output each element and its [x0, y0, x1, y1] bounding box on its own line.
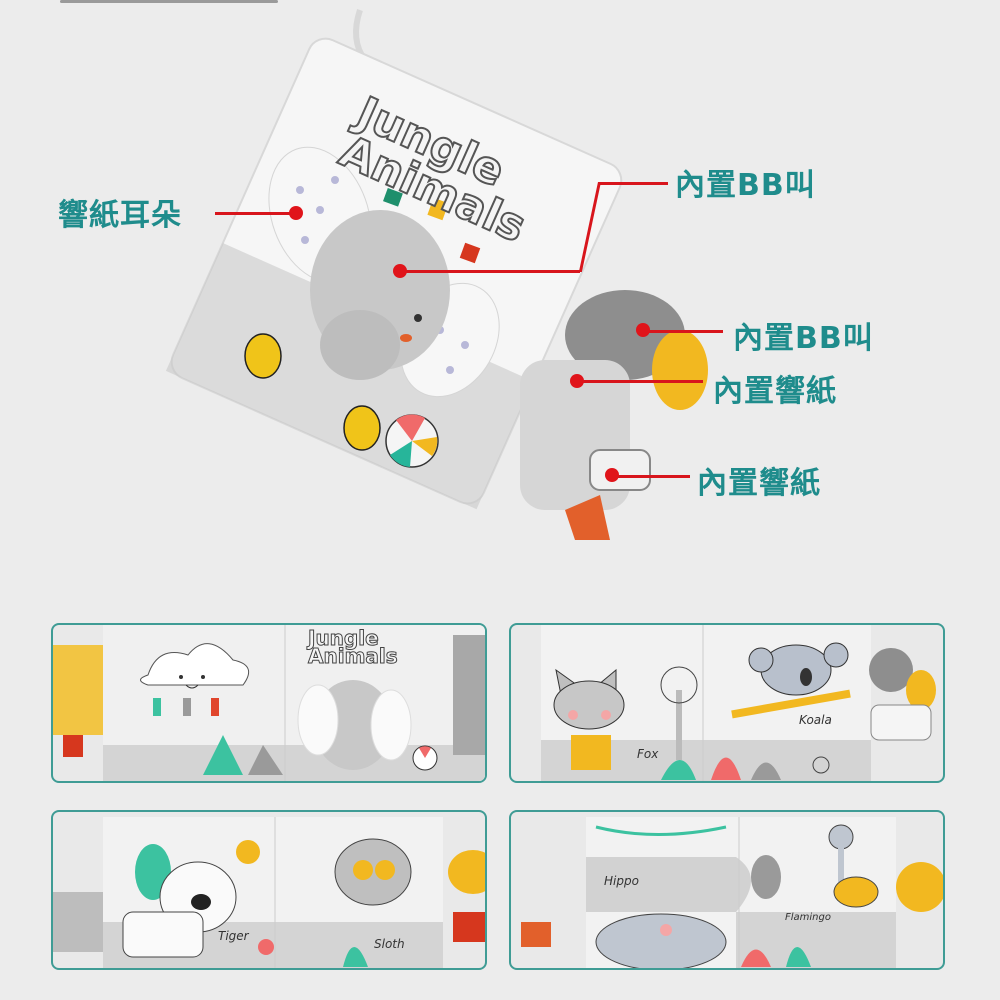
callout-tail-label: 內置BB叫 — [733, 321, 874, 356]
callout-tail-dot — [636, 323, 650, 337]
thumbnail-hippo-flamingo-spread: Hippo Flamingo — [509, 810, 945, 970]
callout-head-label: 內置BB叫 — [675, 168, 816, 203]
callout-ears-label: 響紙耳朵 — [58, 198, 182, 233]
page-label-hippo: Hippo — [604, 874, 639, 888]
page-label-tiger: Tiger — [218, 929, 249, 943]
callout-leg-label: 內置響紙 — [697, 466, 821, 501]
callout-body-label: 內置響紙 — [713, 374, 837, 409]
thumbnail-tiger-sloth-spread: Tiger Sloth — [51, 810, 487, 970]
callout-head-line-bottom — [400, 270, 580, 273]
thumbnail-cover-spread: Jungle Animals — [51, 623, 487, 783]
hero-product-image: Jungle Animals 響紙耳朵 內置BB叫 內置BB叫 內置響紙 內置響… — [58, 9, 874, 540]
callout-leg-dot — [605, 468, 619, 482]
page-label-sloth: Sloth — [374, 937, 405, 951]
callout-ears-line — [215, 212, 295, 215]
page-label-flamingo: Flamingo — [785, 912, 831, 923]
callout-ears-dot — [289, 206, 303, 220]
callout-tail-line — [645, 330, 723, 333]
callout-head-line-top — [600, 182, 668, 185]
callout-leg-line — [612, 475, 690, 478]
top-divider — [60, 0, 278, 3]
thumb-cover-title-line1: Jungle — [308, 626, 380, 650]
page-label-fox: Fox — [637, 747, 659, 761]
callout-head-dot — [393, 264, 407, 278]
callout-body-line — [578, 380, 703, 383]
thumb-cover-title: Jungle Animals — [308, 626, 399, 668]
page-label-koala: Koala — [799, 713, 832, 727]
thumbnail-fox-koala-spread: Fox Koala — [509, 623, 945, 783]
callout-body-dot — [570, 374, 584, 388]
cloth-book-illustration — [165, 9, 708, 540]
thumb-cover-title-line2: Animals — [308, 644, 399, 668]
